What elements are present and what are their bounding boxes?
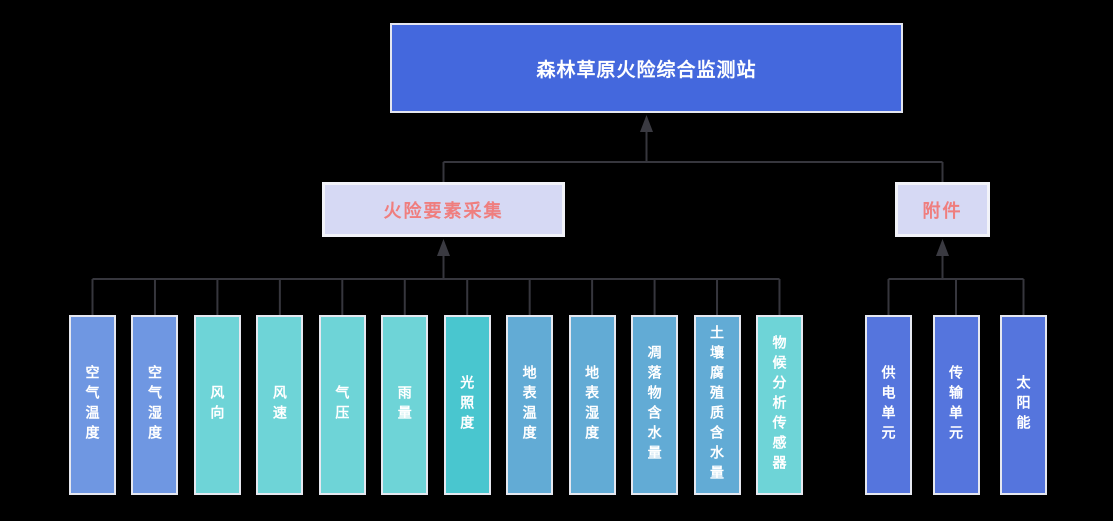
leaf-node: 传输单元 — [932, 315, 980, 495]
leaf-node-label: 凋落物含水量 — [646, 345, 663, 465]
leaf-node: 雨量 — [381, 315, 429, 495]
leaf-node: 太阳能 — [1000, 315, 1047, 495]
leaf-row-accessories: 供电单元 传输单元 太阳能 — [865, 315, 1047, 495]
leaf-node-label: 雨量 — [396, 385, 413, 425]
leaf-node-label: 传输单元 — [948, 365, 964, 445]
root-node-box: 森林草原火险综合监测站 — [390, 23, 903, 113]
leaf-node-label: 供电单元 — [880, 365, 897, 445]
leaf-node-label: 土壤腐殖质含水量 — [709, 325, 726, 485]
leaf-node: 凋落物含水量 — [631, 315, 679, 495]
leaf-node-label: 太阳能 — [1015, 375, 1032, 435]
leaf-node: 物候分析传感器 — [755, 315, 803, 495]
leaf-node: 土壤腐殖质含水量 — [693, 315, 741, 495]
leaf-node-label: 光照度 — [459, 375, 476, 435]
root-node-label: 森林草原火险综合监测站 — [536, 59, 757, 81]
leaf-node: 空气湿度 — [131, 315, 179, 495]
leaf-node-label: 空气湿度 — [146, 365, 163, 445]
arrow-up-icon — [437, 239, 450, 256]
leaf-node-label: 风向 — [209, 385, 226, 425]
leaf-node: 光照度 — [443, 315, 491, 495]
group-node-label: 火险要素采集 — [383, 200, 504, 221]
leaf-node: 地表湿度 — [568, 315, 616, 495]
leaf-node-label: 地表温度 — [521, 365, 538, 445]
arrow-up-icon — [936, 239, 949, 256]
arrow-up-icon — [640, 115, 653, 132]
leaf-node: 空气温度 — [69, 315, 116, 495]
leaf-node-label: 地表湿度 — [584, 365, 601, 445]
leaf-node: 风向 — [193, 315, 241, 495]
leaf-node: 气压 — [318, 315, 366, 495]
group-node-label: 附件 — [922, 200, 963, 221]
leaf-node-label: 空气温度 — [84, 365, 101, 445]
leaf-node-label: 物候分析传感器 — [771, 335, 788, 475]
group-node-accessories: 附件 — [895, 182, 990, 237]
group-node-fire-factor-collection: 火险要素采集 — [322, 182, 565, 237]
leaf-node: 地表温度 — [506, 315, 554, 495]
leaf-row-fire-factors: 空气温度 空气湿度 风向 风速 气压 雨量 光照度 地表温度 地表湿度 凋落物含水量 土壤腐殖质含水… — [69, 315, 803, 495]
leaf-node: 供电单元 — [865, 315, 912, 495]
leaf-node-label: 气压 — [334, 385, 351, 425]
leaf-node-label: 风速 — [271, 385, 288, 425]
leaf-node: 风速 — [256, 315, 304, 495]
